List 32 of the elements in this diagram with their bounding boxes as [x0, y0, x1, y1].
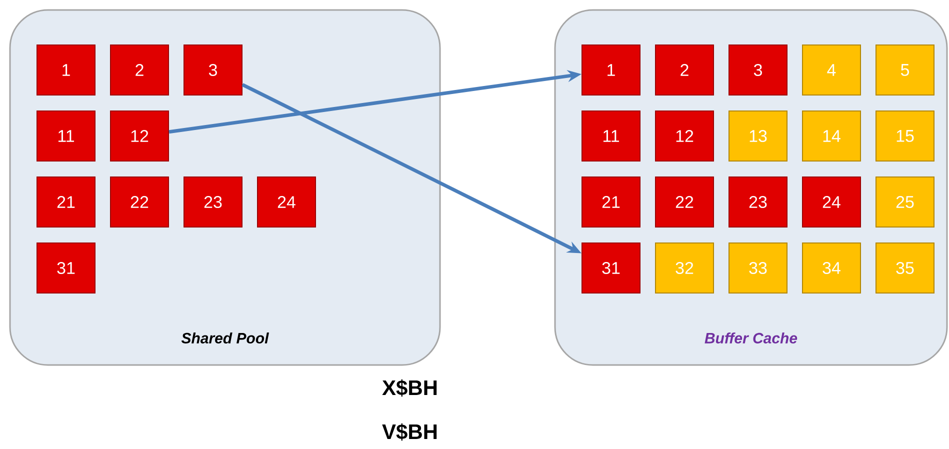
numbered-block: 32	[655, 242, 714, 294]
numbered-block: 31	[582, 242, 640, 294]
numbered-block: 4	[802, 44, 861, 96]
numbered-block: 31	[36, 242, 96, 294]
numbered-block: 35	[876, 242, 934, 294]
numbered-block: 15	[876, 110, 934, 162]
numbered-block: 2	[110, 44, 169, 96]
numbered-block: 21	[582, 176, 640, 228]
numbered-block: 3	[728, 44, 788, 96]
numbered-block: 2	[655, 44, 714, 96]
numbered-block: 24	[257, 176, 316, 228]
numbered-block: 25	[876, 176, 934, 228]
numbered-block: 11	[36, 110, 96, 162]
numbered-block: 23	[728, 176, 788, 228]
numbered-block: 33	[728, 242, 788, 294]
numbered-block: 11	[582, 110, 640, 162]
numbered-block: 34	[802, 242, 861, 294]
numbered-block: 21	[36, 176, 96, 228]
view-name: X$BH	[382, 379, 437, 397]
numbered-block: 14	[802, 110, 861, 162]
view-name: V$BH	[382, 423, 437, 441]
numbered-block: 12	[655, 110, 714, 162]
numbered-block: 22	[655, 176, 714, 228]
numbered-block: 1	[36, 44, 96, 96]
numbered-block: 13	[728, 110, 788, 162]
numbered-block: 12	[110, 110, 169, 162]
numbered-block: 1	[582, 44, 640, 96]
numbered-block: 23	[184, 176, 242, 228]
numbered-block: 24	[802, 176, 861, 228]
numbered-block: 5	[876, 44, 934, 96]
numbered-block: 22	[110, 176, 169, 228]
numbered-block: 3	[184, 44, 242, 96]
